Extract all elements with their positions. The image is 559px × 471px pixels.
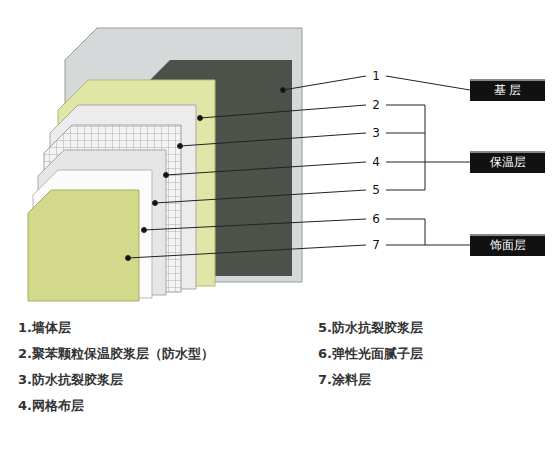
legend-item: 4.网格布层 — [18, 398, 84, 414]
group-label: 保温层 — [470, 151, 545, 173]
legend-item: 2.聚苯颗粒保温胶浆层（防水型） — [18, 346, 214, 362]
callout-number: 3 — [372, 125, 380, 141]
callout-number: 4 — [372, 154, 380, 170]
callout-number: 1 — [372, 68, 380, 84]
group-label: 饰面层 — [470, 234, 545, 256]
group-label: 基 层 — [470, 79, 545, 101]
callout-number: 6 — [372, 211, 380, 227]
legend-item: 3.防水抗裂胶浆层 — [18, 372, 123, 388]
callout-number: 7 — [372, 237, 380, 253]
paint-layer — [28, 190, 139, 301]
legend-item: 6.弹性光面腻子层 — [318, 346, 423, 362]
legend-item: 1.墙体层 — [18, 320, 71, 336]
callout-number: 5 — [372, 182, 380, 198]
group-label-text: 饰面层 — [490, 238, 526, 252]
legend-item: 5.防水抗裂胶浆层 — [318, 320, 423, 336]
legend-item: 7.涂料层 — [318, 372, 371, 388]
group-label-text: 基 层 — [494, 83, 522, 97]
callout-number: 2 — [372, 97, 380, 113]
group-label-text: 保温层 — [490, 155, 526, 169]
